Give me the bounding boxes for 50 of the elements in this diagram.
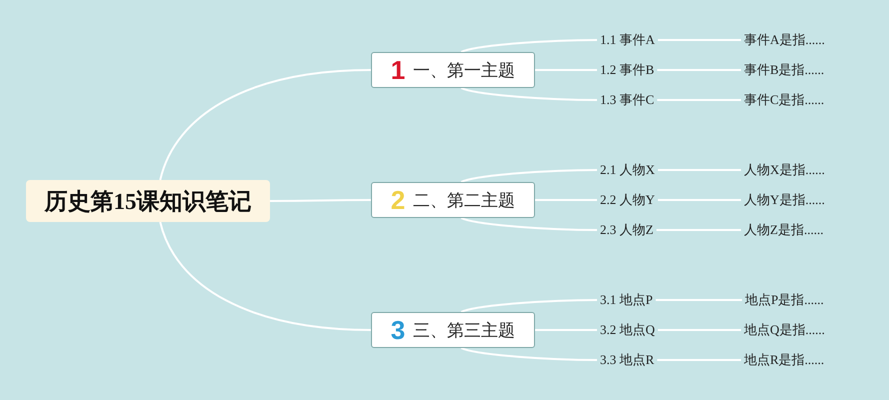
connector-line [535, 69, 597, 71]
description-text: 事件A是指...... [741, 30, 828, 50]
connector-line [460, 347, 597, 361]
topic-number: 2 [390, 184, 406, 216]
connector-line [270, 199, 371, 202]
connector-line [658, 39, 741, 41]
description-text: 人物Y是指...... [741, 190, 828, 210]
connector-line [535, 329, 597, 331]
root-box [26, 180, 270, 222]
subtopic-label: 3.2 地点Q [597, 320, 658, 340]
subtopic-label: 3.1 地点P [597, 290, 656, 310]
topic-box [371, 312, 535, 348]
connector-line [656, 229, 741, 231]
description-text: 人物X是指...... [741, 160, 828, 180]
connector-line [460, 87, 597, 101]
topic-number: 3 [390, 314, 406, 346]
connector-line [159, 69, 372, 180]
description-text: 人物Z是指...... [741, 220, 826, 240]
connector-line [460, 39, 597, 53]
subtopic-label: 1.2 事件B [597, 60, 658, 80]
subtopic-label: 2.1 人物X [597, 160, 658, 180]
connector-line [460, 217, 597, 231]
connector-line [460, 299, 597, 313]
description-text: 地点Q是指...... [741, 320, 828, 340]
connector-line [159, 222, 372, 331]
title-text: 历史第15课知识笔记 [44, 188, 252, 216]
topic-title: 一、第一主题 [413, 60, 516, 82]
subtopic-label: 2.3 人物Z [597, 220, 656, 240]
connector-line [657, 359, 741, 361]
description-text: 事件C是指...... [741, 90, 828, 110]
topic-box [371, 182, 535, 218]
connector-line [535, 199, 597, 201]
topic-title: 三、第三主题 [413, 320, 516, 342]
topic-number: 1 [390, 54, 406, 86]
description-text: 地点R是指...... [741, 350, 828, 370]
description-text: 事件B是指...... [741, 60, 828, 80]
topic-box [371, 52, 535, 88]
subtopic-label: 3.3 地点R [597, 350, 658, 370]
subtopic-label: 1.3 事件C [597, 90, 658, 110]
description-text: 地点P是指...... [742, 290, 827, 310]
connector-line [657, 69, 741, 71]
connector-line [658, 329, 741, 331]
connector-line [460, 169, 597, 183]
subtopic-label: 1.1 事件A [597, 30, 658, 50]
connector-line [657, 99, 741, 101]
connector-line [658, 169, 741, 171]
topic-title: 二、第二主题 [413, 190, 516, 212]
connector-line [658, 199, 741, 201]
connector-line [656, 299, 742, 301]
subtopic-label: 2.2 人物Y [597, 190, 658, 210]
